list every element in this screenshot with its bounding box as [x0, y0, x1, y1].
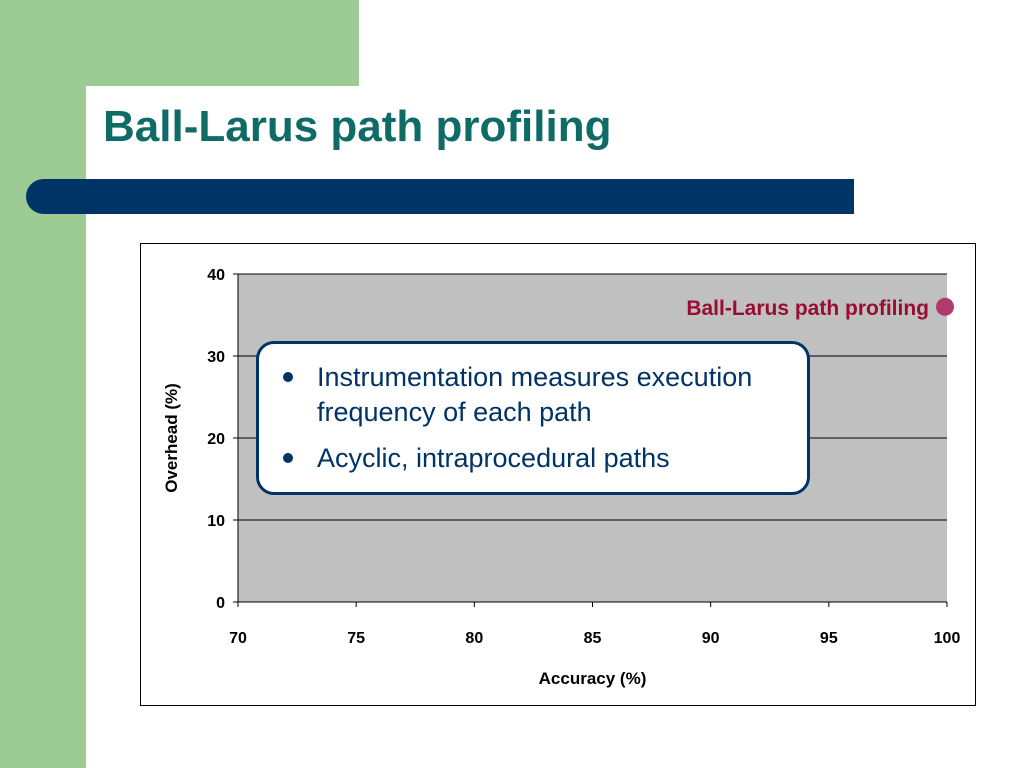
- y-axis-title: Overhead (%): [162, 383, 181, 493]
- x-tick-label: 90: [702, 630, 720, 647]
- callout-bullet-item: Instrumentation measures execution frequ…: [281, 360, 801, 430]
- x-tick-label: 95: [820, 630, 838, 647]
- y-tick-label: 20: [207, 431, 225, 448]
- x-tick-label: 70: [229, 630, 247, 647]
- data-point: [936, 297, 954, 316]
- x-tick-label: 85: [584, 630, 602, 647]
- callout-bullet-text: Acyclic, intraprocedural paths: [317, 443, 670, 473]
- accent-band-left: [0, 0, 86, 768]
- callout-bullet-list: Instrumentation measures execution frequ…: [281, 360, 801, 487]
- slide-title: Ball-Larus path profiling: [103, 102, 612, 151]
- title-underline-bar: [26, 179, 854, 214]
- accent-band-top: [0, 0, 359, 86]
- callout-box: Instrumentation measures execution frequ…: [256, 341, 810, 495]
- bullet-dot-icon: [283, 453, 293, 463]
- bullet-dot-icon: [283, 372, 293, 382]
- x-tick-label: 80: [465, 630, 483, 647]
- callout-bullet-item: Acyclic, intraprocedural paths: [281, 441, 801, 476]
- callout-bullet-text: Instrumentation measures execution frequ…: [317, 362, 753, 427]
- x-tick-label: 75: [347, 630, 365, 647]
- x-tick-label: 100: [934, 630, 961, 647]
- x-axis-title: Accuracy (%): [539, 669, 647, 688]
- data-point-label: Ball-Larus path profiling: [686, 297, 929, 320]
- y-tick-label: 40: [207, 267, 225, 284]
- y-tick-label: 30: [207, 349, 225, 366]
- y-tick-label: 10: [207, 513, 225, 530]
- y-tick-label: 0: [216, 595, 225, 612]
